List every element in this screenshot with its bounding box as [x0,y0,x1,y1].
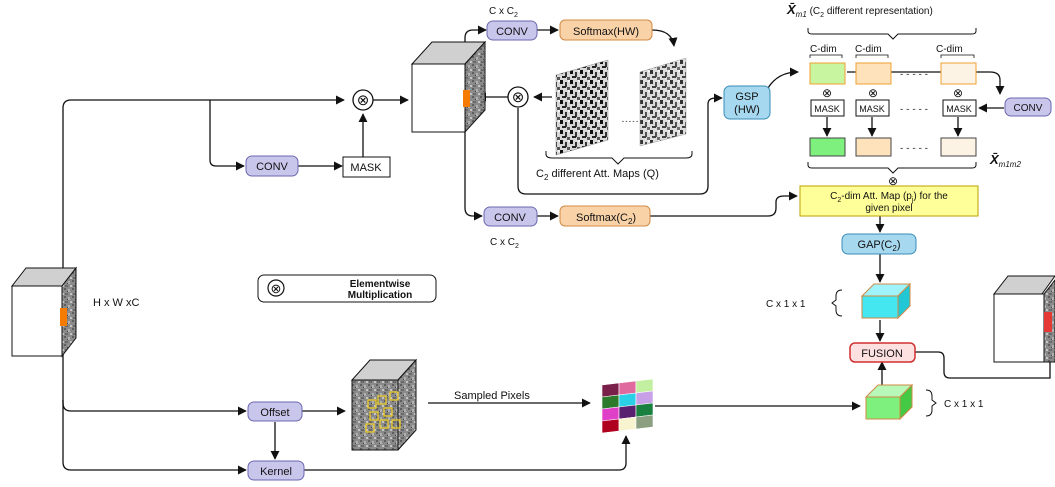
connectors [62,25,1051,475]
input-feature-cube [10,266,78,358]
svg-text:FUSION: FUSION [861,348,903,360]
sampled-pixel-cell [618,416,637,432]
cdim-label-3: C-dim [936,44,963,55]
sampled-pixel-cell [618,380,637,396]
multiply-node-1: ⊗ [352,89,374,111]
pixel-patch [60,308,67,326]
svg-text:CONV: CONV [494,212,526,224]
pixel-attention-map-block: C2-dim Att. Map (pj) for the given pixel [799,185,979,217]
sampled-pixel-cell [618,404,637,420]
xm1m2-label: X̄m1m2 [989,152,1021,169]
svg-text:MASK: MASK [859,104,885,114]
mask-ellipsis: - - - - - [900,104,928,114]
sampled-pixel-cell [601,418,620,434]
masked-vector-2 [855,137,892,157]
xm1m2-brace [807,162,977,174]
conv-block-top: CONV [486,20,538,41]
input-dims-label: H x W xC [93,297,139,309]
sampled-pixel-cell [635,378,654,394]
multiply-node-2: ⊗ [507,86,529,108]
cxc2-label-top: C x C2 [489,6,518,19]
rep-ellipsis: - - - - - [900,69,928,79]
svg-text:given pixel: given pixel [865,203,912,214]
attention-maps: - - - - - [555,57,687,156]
svg-text:⊗: ⊗ [271,281,282,296]
svg-text:(HW): (HW) [734,104,760,116]
offset-sampled-cube [350,358,418,451]
svg-text:GSP: GSP [735,91,758,103]
rep-sum-multiply: ⊗ [888,174,898,188]
center-feature-cube [410,40,487,134]
rep-vector-1 [809,62,846,85]
cyan-vector-cube [860,282,912,320]
svg-text:MASK: MASK [350,162,382,174]
svg-text:CONV: CONV [256,161,288,173]
sampled-pixel-cell [635,390,654,406]
svg-text:Multiplication: Multiplication [348,290,412,301]
masked-ellipsis: - - - - - [900,143,928,153]
sampled-pixel-cell [635,414,654,430]
softmax-hw-block: Softmax(HW) [559,19,653,41]
conv-block-bottom: CONV [483,206,538,227]
gap-block: GAP(C2) [841,233,917,255]
conv-block-left: CONV [245,155,299,177]
xm1-title: X̄m1 (C2 different representation) [786,2,933,19]
svg-text:Offset: Offset [260,407,289,419]
svg-text:Kernel: Kernel [260,466,292,478]
xm1-brace [807,28,977,40]
rep-multiply-1: ⊗ [822,86,832,100]
softmax-c2-block: Softmax(C2) [559,205,651,227]
pixel-patch [463,90,470,107]
sampled-pixel-cell [601,394,620,410]
rep-multiply-2: ⊗ [868,86,878,100]
svg-text:C2-dim Att. Map (pj) for the: C2-dim Att. Map (pj) for the [830,191,948,204]
sampled-pixel-cell [618,392,637,408]
cdim-label-1: C-dim [810,44,837,55]
sampled-pixel-grid [601,378,654,434]
green-cube-dims: C x 1 x 1 [944,399,984,410]
pixel-patch [1044,312,1052,332]
svg-text:Softmax(C2): Softmax(C2) [576,212,636,226]
fusion-block: FUSION [849,342,916,363]
cdim-label-2: C-dim [855,44,882,55]
mask-block-left: MASK [342,156,391,178]
conv-block-right: CONV [1004,97,1052,117]
sampled-pixel-cell [601,406,620,422]
svg-text:MASK: MASK [946,104,972,114]
cxc2-label-bottom: C x C2 [490,237,519,250]
mask-block-2: MASK [855,99,890,117]
gsp-block: GSP (HW) [723,85,771,120]
svg-text:GAP(C2): GAP(C2) [858,239,901,253]
cyan-cube-dims: C x 1 x 1 [766,299,806,310]
rep-vector-3 [940,62,977,85]
svg-text:CONV: CONV [496,26,528,38]
sampled-pixels-label: Sampled Pixels [454,390,530,402]
masked-vector-1 [809,137,846,157]
attention-maps-brace [545,151,693,165]
green-vector-cube [864,383,914,421]
svg-text:MASK: MASK [814,104,840,114]
svg-text:⊗: ⊗ [357,92,370,109]
legend-multiply-icon [267,279,285,297]
rep-multiply-3: ⊗ [953,86,963,100]
kernel-block: Kernel [247,460,305,481]
attention-maps-ellipsis: - - - - - [622,116,638,126]
svg-text:Elementwise: Elementwise [350,279,411,290]
attention-maps-caption: C2 different Att. Maps (Q) [536,168,659,182]
offset-block: Offset [247,401,303,422]
masked-vector-3 [940,137,977,157]
output-feature-cube [992,275,1055,363]
legend: ⊗ Elementwise Multiplication [257,274,437,303]
rep-vector-2 [855,62,892,85]
svg-text:CONV: CONV [1014,103,1043,114]
mask-block-1: MASK [810,99,845,117]
svg-text:⊗: ⊗ [512,89,525,106]
sampled-pixel-cell [635,402,654,418]
svg-text:Softmax(HW): Softmax(HW) [573,26,639,38]
sampled-pixel-cell [601,382,620,398]
mask-block-3: MASK [942,99,977,117]
